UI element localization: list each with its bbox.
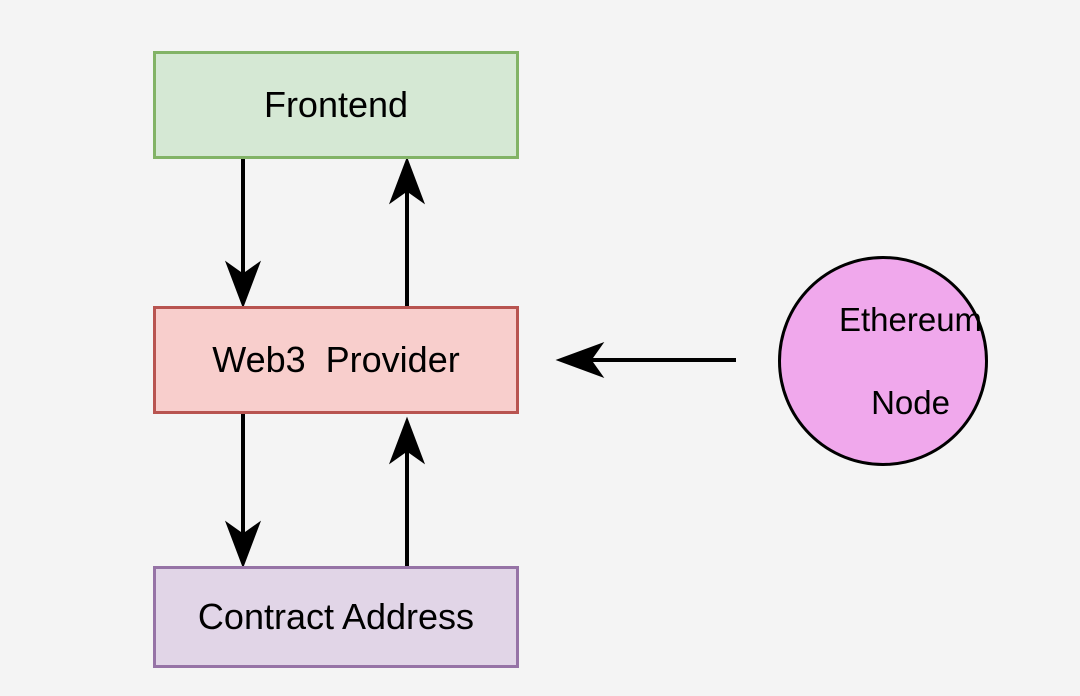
node-ethereum-node-label-line1: Ethereum — [838, 301, 983, 339]
node-contract-address-label: Contract Address — [197, 596, 475, 638]
node-frontend[interactable]: Frontend — [153, 51, 519, 159]
node-web3-provider-label: Web3 Provider — [212, 339, 460, 381]
edge-frontend-to-web3-provider — [224, 159, 262, 309]
node-ethereum-node[interactable]: Ethereum Node — [778, 256, 988, 466]
edge-contract-address-to-web3-provider — [388, 416, 426, 566]
node-frontend-label: Frontend — [263, 84, 409, 126]
edge-web3-provider-to-contract-address — [224, 414, 262, 569]
node-web3-provider[interactable]: Web3 Provider — [153, 306, 519, 414]
node-ethereum-node-label-line2: Node — [871, 383, 950, 421]
edge-ethereum-node-to-web3-provider — [555, 341, 736, 379]
node-contract-address[interactable]: Contract Address — [153, 566, 519, 668]
node-ethereum-node-label: Ethereum Node — [784, 258, 982, 464]
edge-web3-provider-to-frontend — [388, 156, 426, 306]
